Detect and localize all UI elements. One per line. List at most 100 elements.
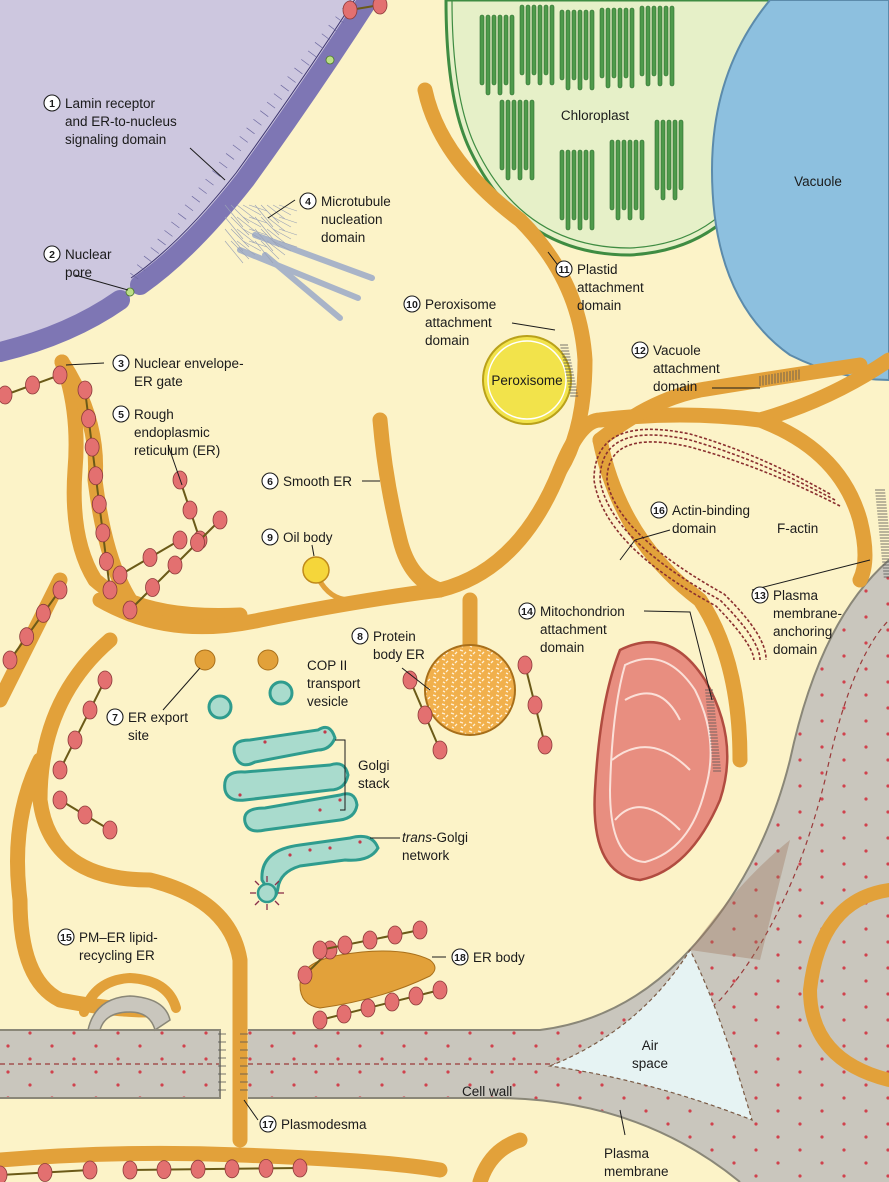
- callout-number: 11: [558, 264, 569, 276]
- callout-text-line: domain: [653, 379, 697, 394]
- nuclear-pore: [126, 288, 134, 296]
- callout-text-line: signaling domain: [65, 132, 166, 147]
- mt-fiber: [243, 205, 261, 215]
- trans-golgi-vesicle: [250, 876, 284, 910]
- callout-text-line: Lamin receptor: [65, 96, 156, 111]
- ribosome: [53, 366, 67, 384]
- callout-text-line: domain: [540, 640, 584, 655]
- ribosome: [85, 438, 99, 456]
- ribosome: [0, 1166, 7, 1182]
- callout-number: 16: [653, 505, 665, 517]
- ribosome: [313, 941, 327, 959]
- callout-text-line: Mitochondrion: [540, 604, 625, 619]
- callout-number: 2: [49, 249, 55, 261]
- callout-number: 10: [406, 299, 418, 311]
- callout-text-line: ER export: [128, 710, 188, 725]
- callout-text-line: Actin-binding: [672, 503, 750, 518]
- callout-text-line: Oil body: [283, 530, 333, 545]
- svg-text:transport: transport: [307, 676, 361, 691]
- svg-text:Plasma: Plasma: [604, 1146, 650, 1161]
- er-export-bud: [258, 650, 278, 670]
- ribosome: [157, 1161, 171, 1179]
- ribosome: [338, 936, 352, 954]
- ribosome: [225, 1160, 239, 1178]
- nucleus: [0, 0, 368, 355]
- ribosome: [53, 761, 67, 779]
- ribosome: [83, 1161, 97, 1179]
- ribosome: [313, 1011, 327, 1029]
- callout-text-line: Nuclear envelope-: [134, 356, 244, 371]
- ribosome: [113, 566, 127, 584]
- microtubules: [240, 235, 372, 318]
- ribosome: [538, 736, 552, 754]
- callout-6: 6Smooth ER: [262, 473, 380, 489]
- thylakoid-grana: [655, 120, 683, 200]
- callout-text-line: ER body: [473, 950, 525, 965]
- ribosome: [83, 701, 97, 719]
- mt-fiber: [273, 229, 291, 239]
- ribosome: [183, 501, 197, 519]
- callout-number: 7: [112, 712, 118, 724]
- callout-text-line: reticulum (ER): [134, 443, 220, 458]
- callout-number: 13: [754, 590, 766, 602]
- leader-line: [163, 668, 200, 710]
- callout-17: 17 Plasmodesma: [244, 1100, 367, 1132]
- ribosome: [68, 731, 82, 749]
- cop-ii-label: COP II transport vesicle: [307, 658, 361, 709]
- ribosome: [98, 671, 112, 689]
- vacuole: [712, 0, 889, 380]
- callout-text-line: Nuclear: [65, 247, 112, 262]
- callout-text-line: domain: [577, 298, 621, 313]
- ribosome: [433, 741, 447, 759]
- chloroplast-label: Chloroplast: [561, 108, 630, 123]
- ribosome: [103, 821, 117, 839]
- callout-text-line: attachment: [653, 361, 720, 376]
- callout-number: 12: [634, 345, 646, 357]
- mt-fiber: [267, 217, 285, 231]
- cell-wall-label: Cell wall: [462, 1084, 512, 1099]
- ribosome: [385, 993, 399, 1011]
- svg-text:trans-Golgi: trans-Golgi: [402, 830, 468, 845]
- callout-text-line: Peroxisome: [425, 297, 496, 312]
- callout-text-line: Plasmodesma: [281, 1117, 367, 1132]
- ribosome: [259, 1159, 273, 1177]
- callout-text-line: Rough: [134, 407, 174, 422]
- ribosome: [409, 987, 423, 1005]
- callout-text-line: Plastid: [577, 262, 618, 277]
- ribosome: [103, 581, 117, 599]
- protein-body-er: [425, 645, 515, 735]
- peroxisome-label: Peroxisome: [491, 373, 562, 388]
- callout-number: 4: [305, 196, 311, 208]
- ribosome: [53, 791, 67, 809]
- callout-text-line: pore: [65, 265, 92, 280]
- ribosome: [26, 376, 40, 394]
- ribosome: [413, 921, 427, 939]
- ribosome: [191, 534, 205, 552]
- mt-fiber: [273, 205, 291, 215]
- callout-3: 3Nuclear envelope-ER gate: [66, 355, 244, 389]
- callout-text-line: domain: [321, 230, 365, 245]
- callout-number: 17: [262, 1119, 274, 1131]
- svg-text:Golgi: Golgi: [358, 758, 390, 773]
- rough-er-ribosome-chain: [0, 366, 67, 404]
- ribosome: [373, 0, 387, 14]
- rough-er-ribosome-chain: [3, 581, 67, 669]
- oil-body: [303, 557, 350, 600]
- callout-text-line: body ER: [373, 647, 425, 662]
- callout-text-line: domain: [773, 642, 817, 657]
- callout-text-line: and ER-to-nucleus: [65, 114, 177, 129]
- f-actin-label: F-actin: [777, 521, 818, 536]
- callout-number: 1: [49, 98, 55, 110]
- ribosome: [20, 628, 34, 646]
- ribosome: [78, 806, 92, 824]
- svg-text:network: network: [402, 848, 450, 863]
- callout-text-line: Protein: [373, 629, 416, 644]
- mt-fiber: [237, 217, 255, 231]
- callout-text-line: membrane-: [773, 606, 842, 621]
- rough-er-ribosome-chain: [518, 656, 552, 754]
- leader-line: [752, 560, 870, 590]
- ribosome: [361, 999, 375, 1017]
